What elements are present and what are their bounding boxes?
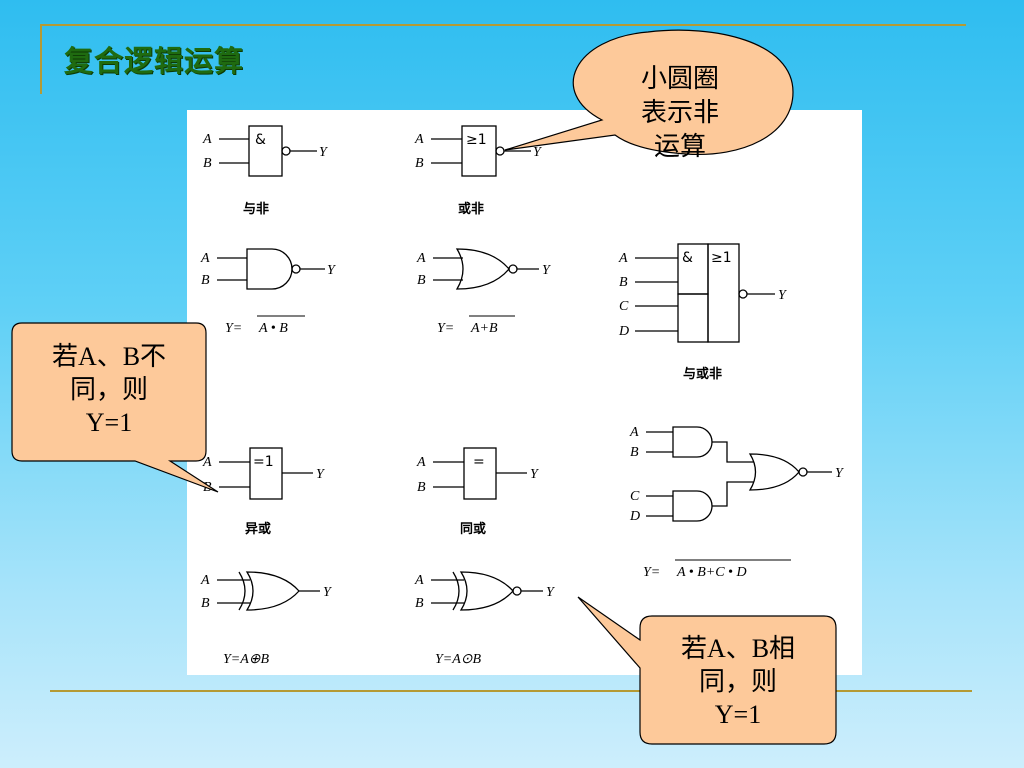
input-d-label: D [618,324,629,339]
formula-lhs: Y= [225,321,242,336]
bubble-callout-text: 小圆圈 表示非 运算 [600,62,760,164]
input-a-label: A [200,251,210,266]
logic-gate-diagram: A B & Y 与非 A B ≥1 Y 或非 A B Y Y= A • B [200,125,845,667]
input-b-label: B [415,156,424,171]
input-a-label: A [202,455,212,470]
output-y-label: Y [323,585,333,600]
input-b-label: B [201,596,210,611]
output-y-label: Y [778,288,788,303]
callout-line: 若A、B相 [680,634,796,663]
callout-line: 运算 [653,132,706,161]
input-b-label: B [417,480,426,495]
input-a-label: A [416,251,426,266]
formula-rhs: A • B [258,321,288,336]
output-y-label: Y [542,263,552,278]
callout-line: Y=1 [85,408,133,437]
input-a-label: A [414,132,424,147]
input-c-label: C [619,299,629,314]
top-rule [40,24,966,26]
input-a-label: A [202,132,212,147]
output-y-label: Y [530,467,540,482]
callout-line: 同，则 [69,375,148,404]
right-callout-shape [577,596,837,745]
xnor-dist-gate: A B Y Y=A⊙B [414,571,556,667]
and-symbol: & [682,250,693,266]
input-a-label: A [618,251,628,266]
slide-title: 复合逻辑运算 [64,44,245,78]
bubble-callout-shape [504,29,794,156]
gate-caption: 或非 [458,201,484,217]
formula-rhs: A+B [470,321,498,336]
left-rule [40,24,42,94]
input-a-label: A [629,425,639,440]
input-a-label: A [416,455,426,470]
logic-gate-figure: A B & Y 与非 A B ≥1 Y 或非 A B Y Y= A • B [187,110,862,675]
nand-dist-gate: A B Y Y= A • B [200,248,337,336]
aoi-rect-gate: A B C D & ≥1 Y 与或非 [618,243,788,382]
callout-line: 同，则 [698,667,777,696]
formula: Y=A⊕B [223,652,270,667]
formula-rhs: A • B+C • D [676,565,747,580]
output-y-label: Y [327,263,337,278]
output-y-label: Y [835,466,845,481]
gate-caption: 与非 [243,201,269,217]
xnor-symbol: = [473,454,485,470]
aoi-dist-gate: A B C D Y Y= A • B+C • D [629,425,845,580]
and-symbol: & [255,132,266,148]
xor-dist-gate: A B Y Y=A⊕B [200,571,333,667]
nor-rect-gate: A B ≥1 Y 或非 [414,125,543,217]
formula-lhs: Y= [643,565,660,580]
formula: Y=A⊙B [435,652,482,667]
input-b-label: B [203,156,212,171]
formula-lhs: Y= [437,321,454,336]
output-y-label: Y [546,585,556,600]
bottom-rule [50,690,972,692]
callout-line: Y=1 [714,700,762,729]
gate-caption: 同或 [460,521,486,537]
callout-line: 若A、B不 [51,342,167,371]
input-a-label: A [200,573,210,588]
nor-dist-gate: A B Y Y= A+B [416,248,552,336]
input-b-label: B [619,275,628,290]
callout-line: 小圆圈 [640,64,719,93]
input-b-label: B [630,445,639,460]
input-c-label: C [630,489,640,504]
gate-caption: 异或 [245,521,271,537]
callout-line: 表示非 [640,98,719,127]
output-y-label: Y [316,467,326,482]
gate-caption: 与或非 [683,366,722,382]
left-callout-text: 若A、B不 同，则 Y=1 [16,340,202,439]
input-a-label: A [414,573,424,588]
or-symbol: ≥1 [466,132,487,148]
or-symbol: ≥1 [711,250,732,266]
input-b-label: B [417,273,426,288]
input-d-label: D [629,509,640,524]
nand-rect-gate: A B & Y 与非 [202,125,329,217]
xnor-rect-gate: A B = Y 同或 [416,447,540,537]
left-callout-shape [11,322,219,493]
input-b-label: B [415,596,424,611]
output-y-label: Y [533,145,543,160]
input-b-label: B [201,273,210,288]
output-y-label: Y [319,145,329,160]
xor-symbol: =1 [253,454,274,470]
right-callout-text: 若A、B相 同，则 Y=1 [644,632,832,731]
